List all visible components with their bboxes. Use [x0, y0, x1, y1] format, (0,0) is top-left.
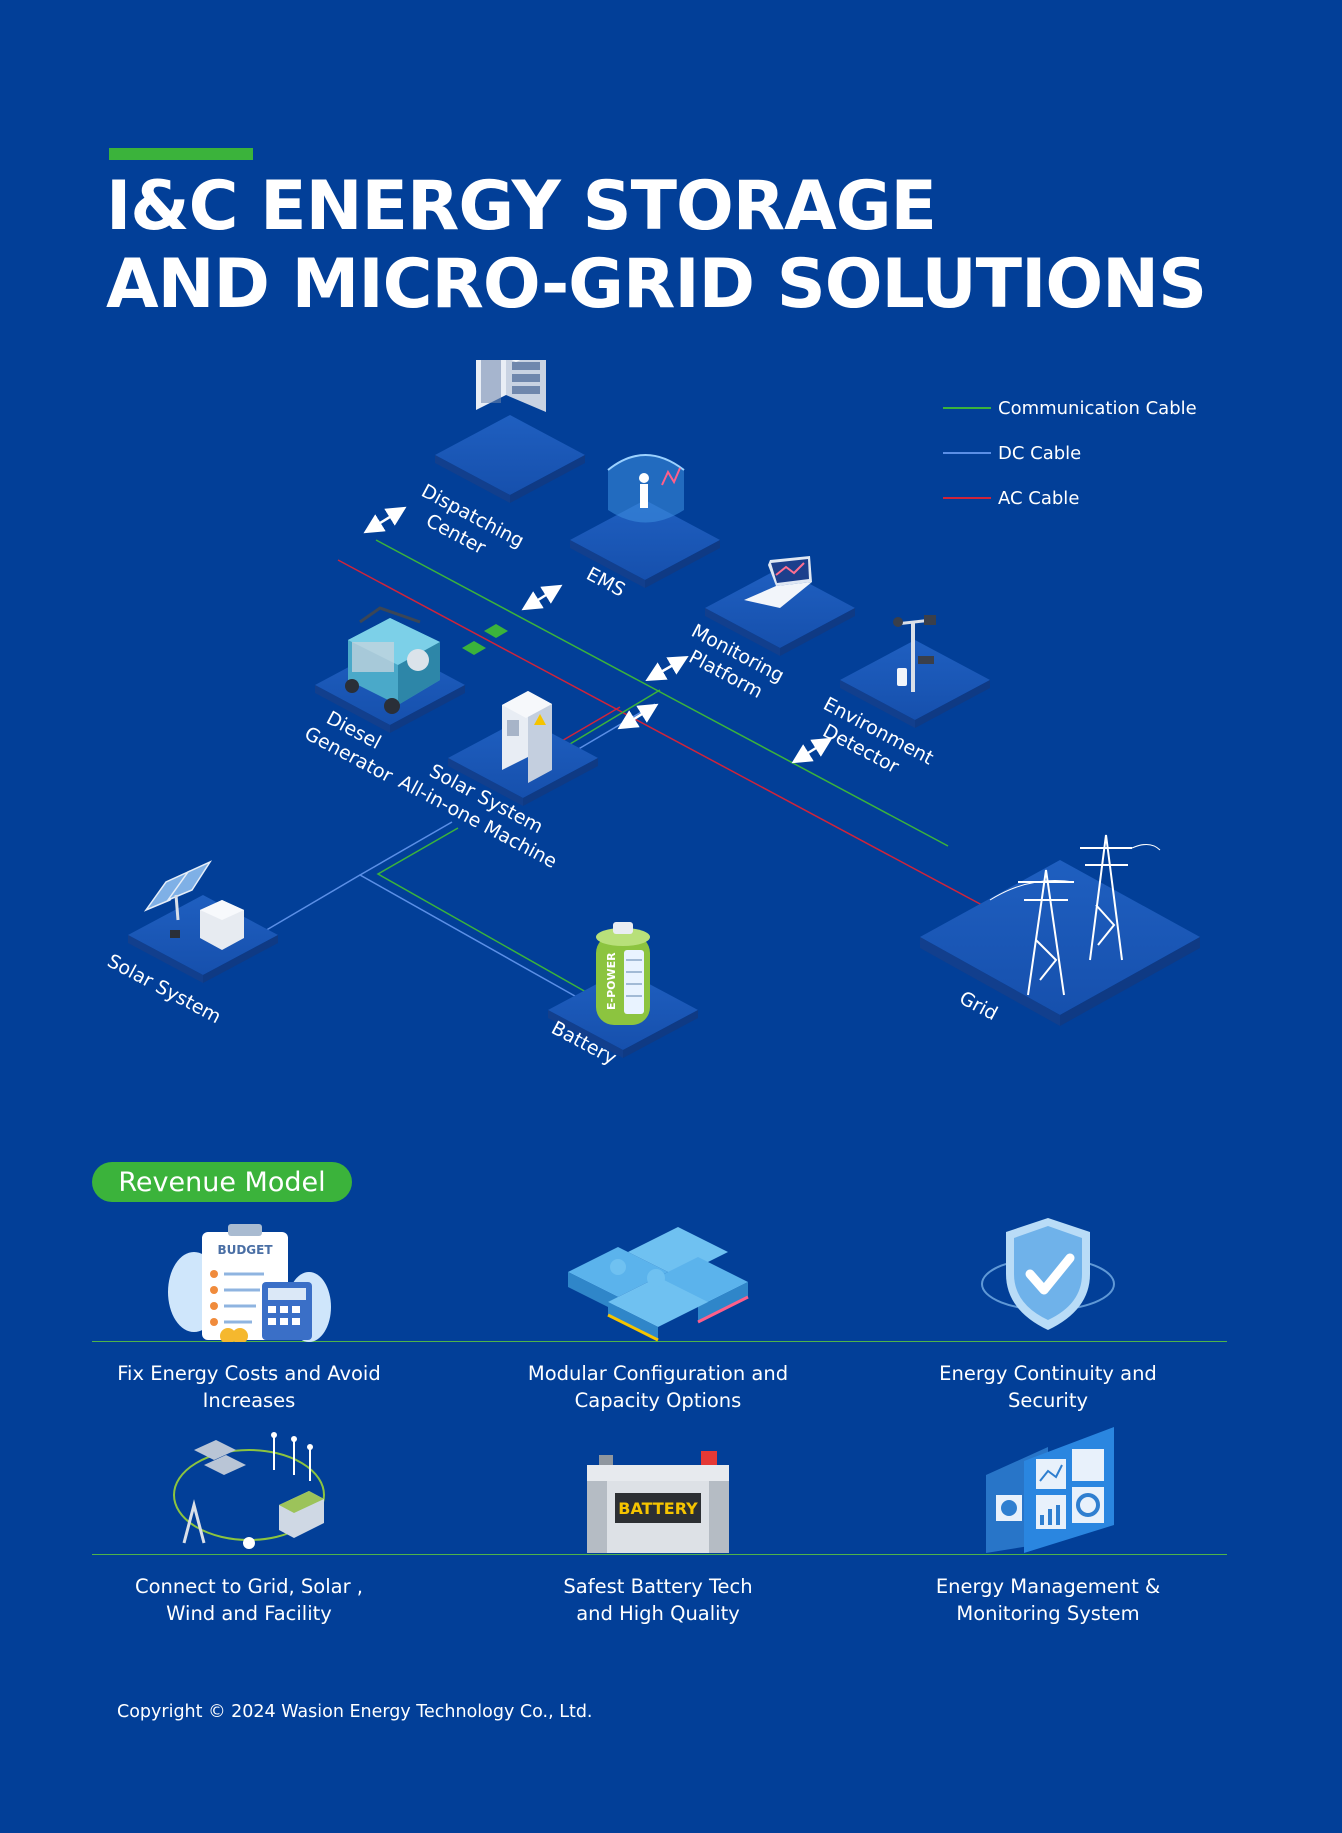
- platform-side: [510, 455, 585, 503]
- revenue-item-modular: Modular Configuration and Capacity Optio…: [488, 1212, 828, 1414]
- revenue-item-label: Safest Battery Tech and High Quality: [563, 1575, 753, 1625]
- revenue-item-ems: Energy Management & Monitoring System: [878, 1425, 1218, 1627]
- dashboard-icon: [986, 1427, 1114, 1553]
- revenue-item-battery: BATTERY Safest Battery Tech and High Qua…: [488, 1425, 828, 1627]
- car-battery-icon: BATTERY: [587, 1451, 729, 1553]
- cables: [257, 539, 983, 1001]
- connector-marker: [462, 641, 486, 655]
- double-arrow-icon: [617, 703, 659, 730]
- platform-side: [203, 935, 278, 983]
- solar-panel-icon: [143, 860, 244, 950]
- communication-cable-battery: [376, 827, 587, 993]
- microgrid-diagram: Communication Cable DC Cable AC Cable Di…: [104, 360, 1200, 1069]
- platform: [435, 415, 585, 495]
- node-all-in-one-machine: Solar System All-in-one Machine: [395, 691, 598, 873]
- double-arrow-icon: [363, 506, 407, 534]
- ac-cable-branch: [559, 706, 621, 743]
- revenue-item-label: Energy Continuity and Security: [939, 1362, 1157, 1412]
- platform-side: [915, 680, 990, 728]
- weather-station-icon: [893, 615, 936, 692]
- communication-cable-branch: [564, 689, 661, 748]
- revenue-item-fix-costs: BUDGET Fix Energy Costs and Avoid Increa…: [79, 1212, 419, 1414]
- battery-brand: E-POWER: [605, 952, 618, 1010]
- double-arrow-icon: [521, 584, 563, 611]
- revenue-item-label: Fix Energy Costs and Avoid Increases: [117, 1362, 381, 1412]
- legend-label-ac: AC Cable: [998, 488, 1079, 509]
- legend: Communication Cable DC Cable AC Cable: [943, 398, 1197, 509]
- platform-side: [1060, 937, 1200, 1026]
- platform-side: [315, 685, 390, 733]
- platform-side: [780, 608, 855, 656]
- transmission-tower-icon: [989, 834, 1161, 996]
- revenue-item-label: Connect to Grid, Solar , Wind and Facili…: [134, 1575, 363, 1625]
- platform-side: [623, 1010, 698, 1058]
- platform-side: [570, 540, 645, 588]
- platform-side: [390, 685, 465, 733]
- platform-side: [448, 758, 523, 806]
- laptop-icon: [744, 556, 812, 608]
- shield-check-icon: [981, 1218, 1115, 1330]
- revenue-item-connect: Connect to Grid, Solar , Wind and Facili…: [79, 1425, 419, 1627]
- node-environment-detector: Environment Detector: [819, 615, 990, 778]
- revenue-item-security: Energy Continuity and Security: [878, 1212, 1218, 1414]
- page-title: I&C ENERGY STORAGE AND MICRO-GRID SOLUTI…: [106, 167, 1207, 324]
- node-solar-system: Solar System: [104, 860, 278, 1028]
- platform-side: [523, 758, 598, 806]
- double-arrow-icon: [791, 737, 833, 764]
- page-title-line2: AND MICRO-GRID SOLUTIONS: [106, 245, 1207, 324]
- office-building-icon: [476, 360, 546, 412]
- node-monitoring-platform: Monitoring Platform: [685, 556, 855, 703]
- row-divider: [92, 1554, 1227, 1555]
- copyright-text: Copyright © 2024 Wasion Energy Technolog…: [117, 1702, 593, 1722]
- dc-cable-battery: [359, 821, 453, 876]
- battery-icon: E-POWER: [596, 922, 650, 1025]
- node-battery: E-POWER Battery: [548, 922, 698, 1069]
- platform-side: [548, 1010, 623, 1058]
- page-title-line1: I&C ENERGY STORAGE: [106, 167, 937, 246]
- generator-icon: [345, 606, 440, 714]
- node-diesel-generator: Diesel Generator: [301, 606, 465, 787]
- revenue-model-heading: Revenue Model: [92, 1162, 352, 1202]
- node-ems: EMS: [570, 454, 720, 601]
- connector-marker: [484, 624, 508, 638]
- platform-side: [705, 608, 780, 656]
- ems-hologram-icon: [607, 454, 685, 523]
- legend-label-dc: DC Cable: [998, 443, 1081, 464]
- node-grid: Grid: [920, 834, 1200, 1026]
- title-accent-bar: [109, 148, 253, 160]
- ac-cable-main: [337, 559, 983, 906]
- platform: [920, 860, 1200, 1015]
- platform-side: [645, 540, 720, 588]
- communication-cable-main: [375, 539, 949, 847]
- revenue-item-label: Energy Management & Monitoring System: [935, 1575, 1161, 1625]
- node-label: Grid: [956, 987, 1002, 1025]
- puzzle-icon: [568, 1227, 749, 1342]
- node-dispatching-center: Dispatching Center: [418, 360, 585, 559]
- cabinet-icon: [502, 691, 552, 783]
- platform-side: [128, 935, 203, 983]
- platform-side: [920, 937, 1060, 1026]
- budget-calculator-icon: BUDGET: [168, 1224, 331, 1342]
- row-divider: [92, 1341, 1227, 1342]
- budget-badge: BUDGET: [217, 1243, 273, 1257]
- dc-cable-solar: [257, 874, 583, 1001]
- double-arrow-icon: [645, 656, 689, 681]
- comm-arrows: [363, 506, 833, 764]
- battery-label: BATTERY: [618, 1499, 698, 1518]
- legend-label-communication: Communication Cable: [998, 398, 1197, 419]
- platform-side: [840, 680, 915, 728]
- platform-side: [435, 455, 510, 503]
- revenue-item-label: Modular Configuration and Capacity Optio…: [527, 1362, 789, 1412]
- energy-network-icon: [173, 1432, 325, 1549]
